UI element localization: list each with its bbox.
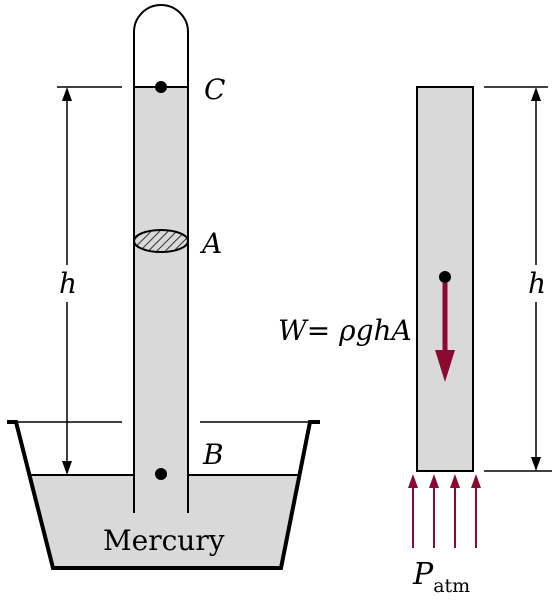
weight-arrowhead — [435, 350, 455, 382]
mercury-pool — [28, 475, 300, 568]
center-of-mass-dot — [439, 271, 451, 283]
tube-mercury-column — [134, 87, 188, 487]
height-arrowhead-right-top — [531, 87, 541, 101]
label-weight-rest: = ρghA — [306, 314, 412, 347]
atm-pressure-arrows — [408, 474, 481, 548]
label-atm-subscript: atm — [433, 575, 471, 597]
label-p: P — [413, 557, 434, 592]
label-point-a: A — [202, 227, 223, 260]
barometer-tube — [133, 4, 189, 513]
label-mercury: Mercury — [103, 524, 225, 557]
label-weight-equation: W= ρghA — [278, 317, 412, 345]
label-height-left: h — [59, 267, 78, 300]
height-arrowhead-left-bottom — [62, 461, 72, 475]
height-arrowhead-right-bottom — [531, 457, 541, 471]
label-point-b: B — [203, 438, 224, 471]
point-c-dot — [155, 81, 167, 93]
label-point-c: C — [204, 73, 226, 106]
area-a-hatch — [133, 229, 189, 253]
height-arrowhead-left-top — [62, 87, 72, 101]
label-height-right: h — [528, 267, 547, 300]
label-weight-w: W — [278, 314, 307, 347]
point-b-dot — [155, 468, 167, 480]
label-p-atm: Patm — [413, 560, 470, 596]
